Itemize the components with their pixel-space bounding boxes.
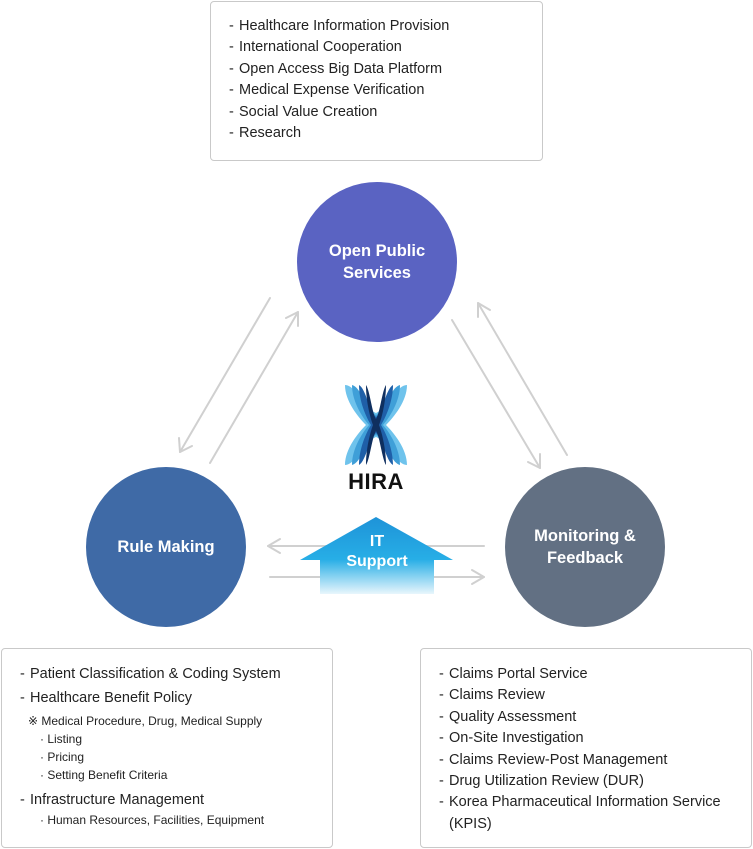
list-item: -Healthcare Benefit Policy [20, 690, 192, 707]
list-item: -On-Site Investigation [439, 730, 584, 747]
list-item: -Healthcare Information Provision [229, 18, 450, 34]
list-item: -Open Access Big Data Platform [229, 60, 443, 77]
sub-item: · Pricing [40, 749, 85, 764]
monitoring-feedback-label: Monitoring & Feedback [534, 527, 636, 567]
list-item: -Social Value Creation [229, 103, 378, 120]
arrow-rule-to-open-head [285, 311, 299, 327]
list-item: -Claims Review [439, 687, 545, 704]
arrow-monitoring-to-open [477, 302, 568, 456]
arrow-open-to-rule-head [178, 437, 193, 453]
list-item: -Claims Review-Post Management [439, 751, 668, 768]
it-support-line1: IT [369, 533, 385, 550]
list-item: -Patient Classification & Coding System [20, 666, 281, 682]
sub-item: · Human Resources, Facilities, Equipment [40, 813, 265, 828]
list-item: -International Cooperation [229, 39, 402, 56]
list-item: -Quality Assessment [439, 708, 577, 725]
rule-making-label: Rule Making [117, 538, 215, 556]
monitoring-feedback-circle: Monitoring & Feedback [505, 467, 665, 627]
list-item: (KPIS) [449, 815, 492, 832]
open-services-box: -Healthcare Information Provision -Inter… [210, 1, 543, 161]
list-item: -Research [229, 125, 302, 142]
hira-logo-text: HIRA [348, 469, 404, 494]
it-support-line2: Support [346, 553, 408, 570]
arrow-open-to-rule [179, 297, 271, 453]
open-public-services-label: Open Public Services [328, 242, 426, 282]
monitoring-box: -Claims Portal Service -Claims Review -Q… [420, 648, 752, 848]
rule-making-circle: Rule Making [86, 467, 246, 627]
list-item: -Korea Pharmaceutical Information Servic… [439, 794, 721, 811]
arrow-monitoring-to-rule-head [267, 538, 281, 554]
rule-making-box: -Patient Classification & Coding System … [1, 648, 333, 848]
arrow-rule-to-open [209, 311, 299, 464]
sub-item: · Setting Benefit Criteria [40, 767, 168, 782]
it-support-label: IT Support [318, 532, 436, 572]
arrow-open-to-monitoring [451, 319, 541, 469]
it-support-arrow-icon [300, 517, 453, 594]
list-item: -Drug Utilization Review (DUR) [439, 773, 644, 790]
open-public-services-circle: Open Public Services [297, 182, 457, 342]
arrow-open-to-monitoring-head [527, 453, 541, 469]
hira-logo-icon [345, 385, 407, 465]
list-item: -Infrastructure Management [20, 791, 205, 808]
note-text: ※ Medical Procedure, Drug, Medical Suppl… [28, 713, 263, 728]
arrow-monitoring-to-open-head [477, 302, 491, 318]
sub-item: · Listing [40, 731, 83, 746]
arrow-rule-to-monitoring-head [471, 569, 485, 585]
list-item: -Claims Portal Service [439, 666, 588, 682]
list-item: -Medical Expense Verification [229, 82, 425, 99]
